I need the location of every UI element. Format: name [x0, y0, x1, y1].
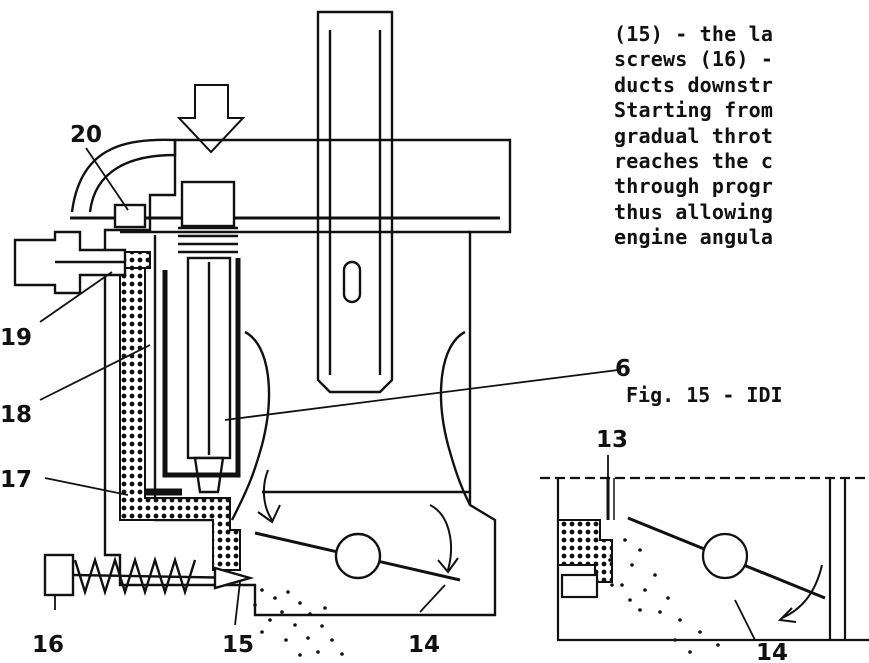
label-20: 20	[70, 122, 102, 148]
label-14: 14	[408, 632, 440, 658]
screw-head	[43, 553, 75, 597]
label-15: 15	[222, 632, 254, 658]
venturi-left-wall	[230, 330, 271, 521]
inset-detail: 13 14	[540, 427, 869, 663]
bypass-fitting	[113, 203, 147, 229]
bypass-tube	[70, 138, 177, 213]
screw-spring	[73, 555, 197, 597]
jet-cap	[180, 180, 236, 228]
fuel-spray	[253, 588, 344, 657]
idle-fuel-channel-top	[124, 251, 151, 269]
label-14-inset: 14	[756, 640, 788, 663]
flow-arrow-left	[257, 469, 281, 524]
label-6: 6	[615, 356, 631, 382]
inset-idle-passage	[560, 573, 599, 599]
figure-caption: Fig. 15 - IDI	[626, 383, 783, 407]
throttle-shaft	[334, 532, 382, 580]
text-line: reaches the c	[614, 149, 774, 174]
text-line: Starting from	[614, 98, 774, 123]
text-line: through progr	[614, 174, 774, 199]
venturi-right-wall	[439, 330, 472, 506]
body-text-excerpt: (15) - the la screws (16) - ducts downst…	[614, 22, 869, 272]
screw-tip	[213, 566, 255, 590]
shaft-slot	[342, 260, 362, 304]
label-18: 18	[0, 402, 32, 428]
text-line: (15) - the la	[614, 22, 774, 46]
inset-leader-14	[734, 599, 756, 641]
inset-fuel-channel	[557, 519, 613, 583]
text-line: gradual throt	[614, 123, 774, 148]
label-13: 13	[596, 427, 628, 453]
label-19: 19	[0, 325, 32, 351]
idle-fuel-channel	[119, 251, 241, 571]
inset-throttle-shaft	[701, 532, 749, 580]
text-line: thus allowing	[614, 199, 774, 224]
fuel-well-liner-inner	[162, 258, 241, 478]
flow-arrow-right	[429, 504, 459, 574]
leader-lines	[39, 147, 619, 626]
label-16: 16	[32, 632, 64, 658]
text-line: screws (16) -	[614, 47, 774, 72]
text-line: engine angula	[614, 225, 774, 250]
fuel-well-liner	[138, 270, 182, 496]
air-inlet-arrow	[176, 84, 246, 154]
inset-flow-arrow	[777, 564, 823, 623]
jet-thread	[178, 226, 238, 254]
main-carburetor-section: 20 19 18 17 16 15 14 6	[0, 10, 631, 658]
text-line: ducts downstr	[614, 72, 774, 97]
inset-fuel-spray	[608, 538, 720, 654]
label-17: 17	[0, 467, 32, 493]
choke-shaft	[316, 10, 394, 394]
